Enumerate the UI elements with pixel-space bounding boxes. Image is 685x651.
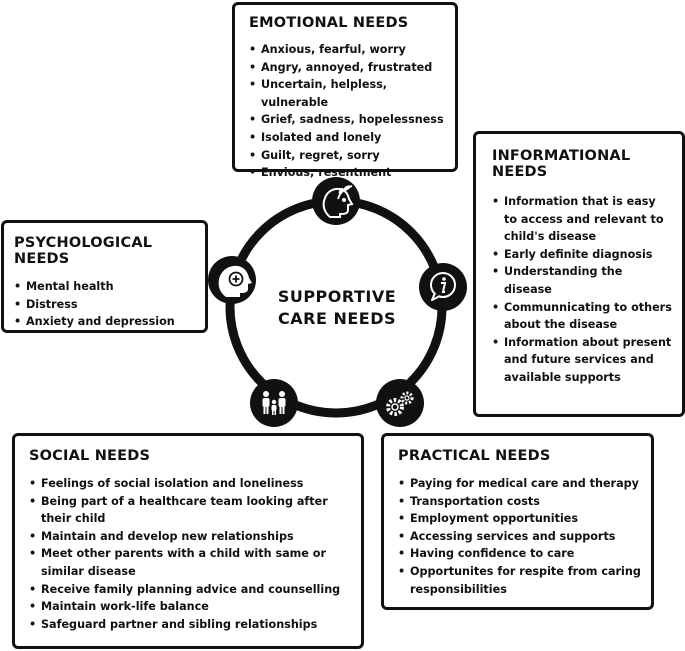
practical-needs-box: PRACTICAL NEEDS Paying for medical care … [381,433,654,610]
social-needs-list: Feelings of social isolation and lonelin… [29,475,353,633]
list-item: Uncertain, helpless, vulnerable [249,76,445,111]
practical-needs-list: Paying for medical care and therapy Tran… [398,475,643,598]
list-item: Anxiety and depression [14,313,197,331]
informational-needs-box: INFORMATIONAL NEEDS Information that is … [473,131,685,417]
center-title-line2: CARE NEEDS [278,309,396,328]
list-item: Envious, resentment [249,164,445,182]
psychological-needs-list: Mental health Distress Anxiety and depre… [14,278,197,331]
emotional-needs-title: EMOTIONAL NEEDS [249,15,409,31]
list-item: Meet other parents with a child with sam… [29,545,353,580]
list-item: Being part of a healthcare team looking … [29,493,353,528]
center-title: SUPPORTIVE CARE NEEDS [262,286,412,330]
list-item: Having confidence to care [398,545,643,563]
list-item: Understanding the disease [492,263,672,298]
list-item: Paying for medical care and therapy [398,475,643,493]
people-group-icon [250,379,298,427]
head-with-plus-icon [208,256,256,304]
list-item: Feelings of social isolation and lonelin… [29,475,353,493]
list-item: Anxious, fearful, worry [249,41,445,59]
list-item: Mental health [14,278,197,296]
list-item: Receive family planning advice and couns… [29,581,353,599]
social-needs-title: SOCIAL NEEDS [29,448,151,464]
practical-needs-title: PRACTICAL NEEDS [398,448,551,464]
list-item: Grief, sadness, hopelessness [249,111,445,129]
list-item: Accessing services and supports [398,528,643,546]
informational-needs-title: INFORMATIONAL NEEDS [492,148,631,180]
list-item: Safeguard partner and sibling relationsh… [29,616,353,634]
center-title-line1: SUPPORTIVE [277,287,397,306]
list-item: Isolated and lonely [249,129,445,147]
gears-icon [376,379,424,427]
informational-needs-list: Information that is easy to access and r… [492,193,672,387]
list-item: Early definite diagnosis [492,246,672,264]
list-item: Angry, annoyed, frustrated [249,59,445,77]
info-speech-bubble-icon [419,263,467,311]
list-item: Transportation costs [398,493,643,511]
psychological-needs-title: PSYCHOLOGICAL NEEDS [14,235,153,267]
emotional-needs-list: Anxious, fearful, worry Angry, annoyed, … [249,41,445,182]
emotional-needs-box: EMOTIONAL NEEDS Anxious, fearful, worry … [232,2,458,181]
psychological-needs-box: PSYCHOLOGICAL NEEDS Mental health Distre… [1,220,208,333]
list-item: Information about present and future ser… [492,334,672,387]
list-item: Maintain work-life balance [29,598,353,616]
social-needs-box: SOCIAL NEEDS Feelings of social isolatio… [12,433,364,649]
list-item: Distress [14,296,197,314]
list-item: Maintain and develop new relationships [29,528,353,546]
list-item: Opportunites for respite from caring res… [398,563,643,598]
head-with-leaves-icon [312,177,360,225]
list-item: Employment opportunities [398,510,643,528]
list-item: Communnicating to others about the disea… [492,299,672,334]
list-item: Information that is easy to access and r… [492,193,672,246]
list-item: Guilt, regret, sorry [249,147,445,165]
